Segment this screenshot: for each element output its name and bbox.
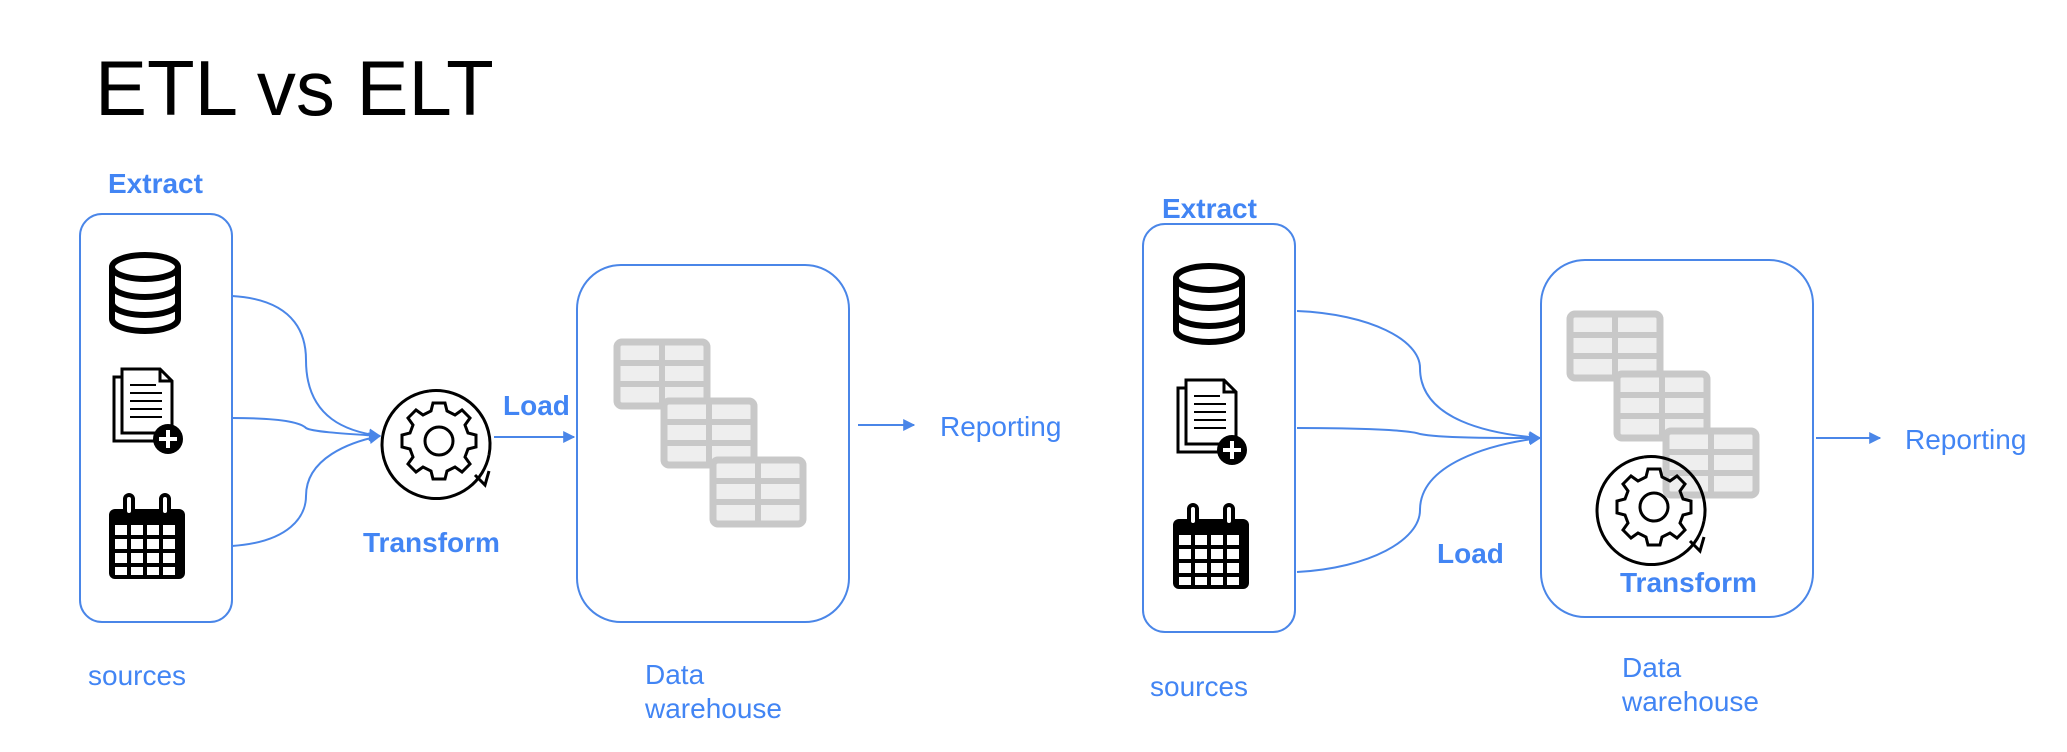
elt-transform-label: Transform	[1620, 567, 1757, 598]
etl-warehouse-label-line1: Data	[645, 659, 705, 690]
table-icon	[664, 401, 754, 465]
table-icon	[1570, 314, 1660, 378]
elt-warehouse-label-line2: warehouse	[1621, 686, 1759, 717]
database-icon	[112, 255, 178, 331]
elt-flow-doc	[1296, 427, 1542, 444]
etl-extract-label: Extract	[108, 168, 203, 199]
etl-sources-label: sources	[88, 660, 186, 691]
elt-extract-label: Extract	[1162, 193, 1257, 224]
etl-reporting-label: Reporting	[940, 411, 1061, 442]
elt-sources-box	[1142, 223, 1296, 633]
elt-flow-db	[1296, 310, 1542, 444]
transform-gear-icon	[380, 389, 492, 501]
elt-reporting-label: Reporting	[1905, 424, 2026, 455]
calendar-icon	[107, 493, 187, 581]
etl-flow-db	[231, 295, 382, 441]
elt-load-label: Load	[1437, 538, 1504, 569]
etl-diagram: Extract sources Transform Load Data ware…	[79, 168, 1061, 724]
etl-flow-doc	[231, 417, 382, 442]
page-title: ETL vs ELT	[95, 44, 494, 132]
table-icon	[713, 460, 803, 524]
elt-sources-label: sources	[1150, 671, 1248, 702]
etl-warehouse-box	[576, 264, 850, 623]
table-icon	[617, 342, 707, 406]
elt-warehouse-label-line1: Data	[1622, 652, 1682, 683]
etl-transform-label: Transform	[363, 527, 500, 558]
transform-gear-icon	[1595, 455, 1707, 567]
calendar-icon	[1171, 503, 1251, 591]
elt-flow-cal	[1296, 433, 1542, 573]
elt-diagram: Extract sources Load Transform Data ware…	[1142, 193, 2026, 717]
etl-flow-cal	[231, 432, 382, 547]
elt-warehouse-box	[1540, 259, 1814, 618]
document-add-icon	[112, 367, 185, 456]
etl-load-label: Load	[503, 390, 570, 421]
etl-warehouse-label-line2: warehouse	[644, 693, 782, 724]
database-icon	[1176, 266, 1242, 342]
document-add-icon	[1176, 378, 1249, 467]
